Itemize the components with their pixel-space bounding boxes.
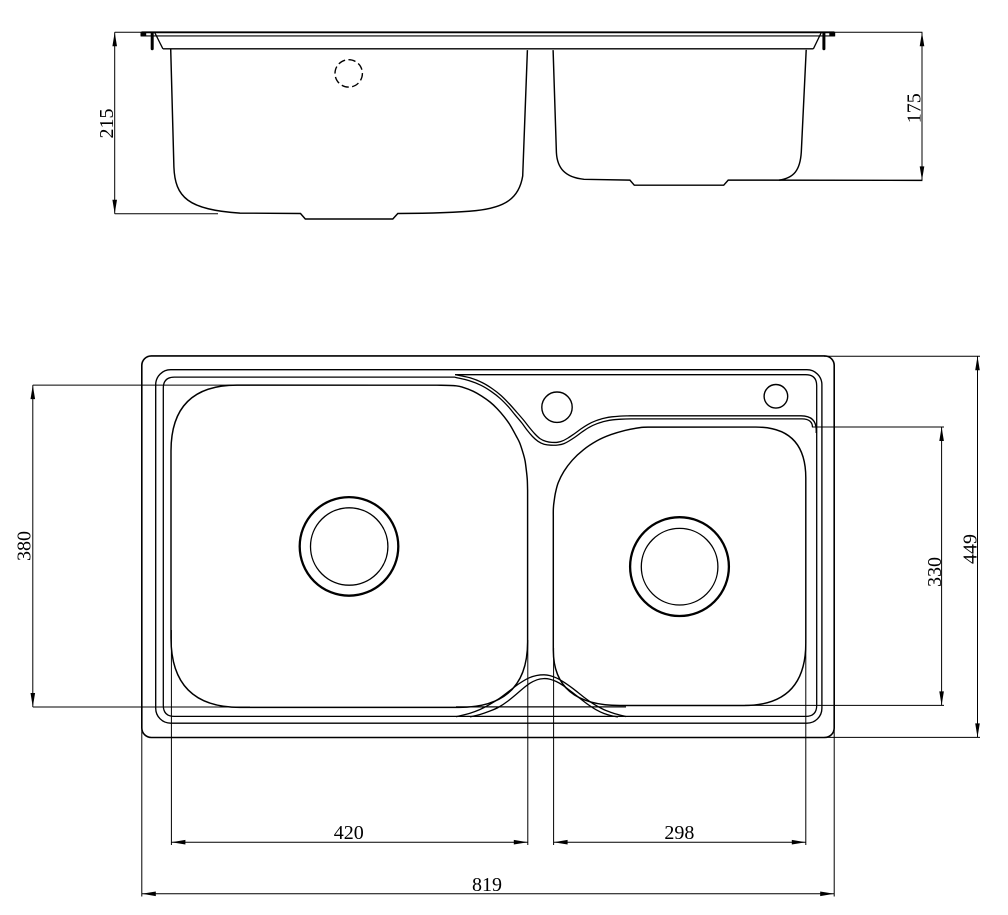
svg-text:449: 449 [960,534,982,564]
svg-text:380: 380 [14,531,36,561]
svg-text:330: 330 [924,557,946,587]
svg-text:420: 420 [334,822,364,844]
svg-text:819: 819 [472,874,502,896]
svg-text:215: 215 [96,109,118,139]
svg-text:175: 175 [903,93,925,123]
svg-text:298: 298 [664,822,694,844]
